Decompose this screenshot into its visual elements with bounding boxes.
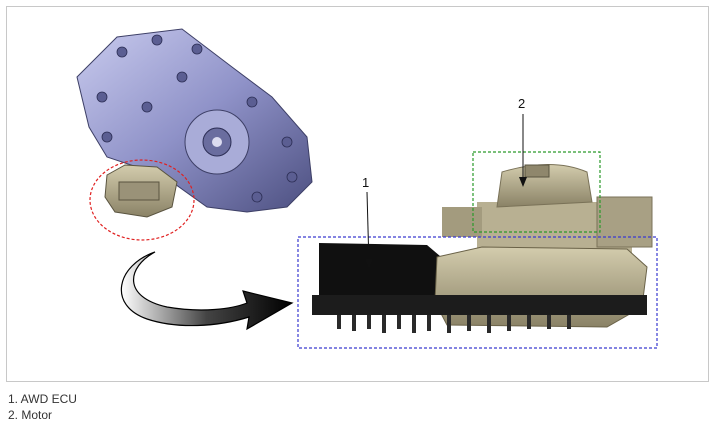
callout-arrowhead-2 — [519, 177, 527, 187]
diagram-canvas: 1 2 — [76, 28, 658, 349]
transmission-illustration — [76, 28, 313, 218]
callout-number-2: 2 — [518, 96, 525, 111]
motor-highlight-box — [472, 151, 601, 233]
awd-ecu-illustration — [312, 243, 648, 333]
diagram-frame: 1 2 — [6, 6, 709, 382]
curved-arrow-icon — [120, 251, 294, 331]
legend-item-awd-ecu: 1. AWD ECU — [8, 392, 77, 406]
callout-number-1: 1 — [362, 175, 369, 190]
callout-leader-1 — [366, 191, 370, 266]
legend: 1. AWD ECU 2. Motor — [8, 391, 77, 423]
legend-item-motor: 2. Motor — [8, 408, 53, 422]
highlight-circle — [89, 159, 195, 241]
callout-arrowhead-1 — [365, 259, 373, 269]
